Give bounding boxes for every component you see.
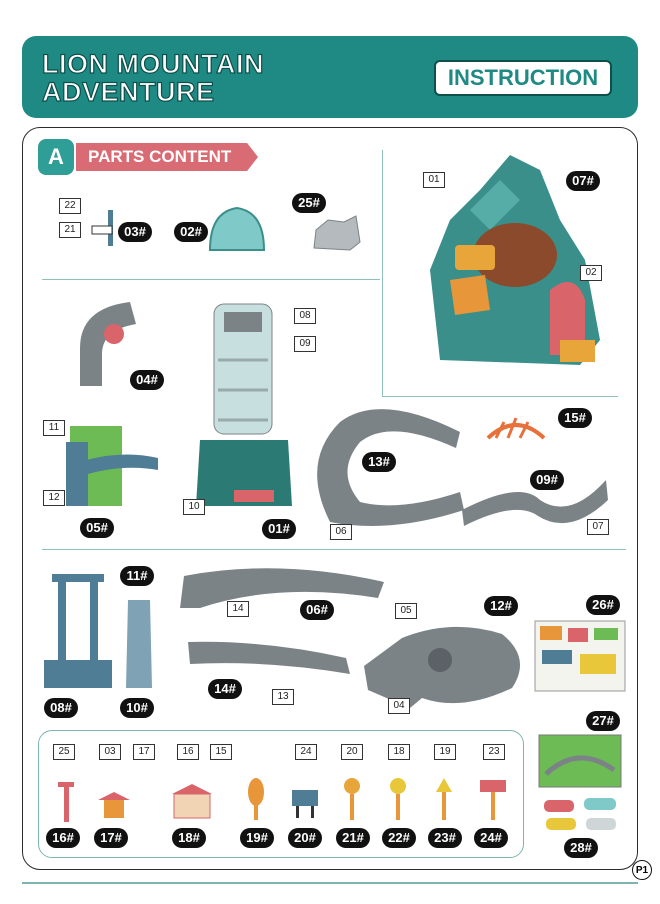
- divider: [382, 396, 618, 397]
- sign-illustration: [91, 210, 113, 246]
- callout-label: 02: [580, 265, 602, 281]
- callout-label: 25: [53, 744, 75, 760]
- part-number: 28#: [564, 838, 598, 858]
- tree-illustration: [248, 778, 264, 820]
- part-number: 04#: [130, 370, 164, 390]
- part-number: 22#: [382, 828, 416, 848]
- instruction-badge: INSTRUCTION: [434, 60, 612, 96]
- callout-label: 13: [272, 689, 294, 705]
- callout-label: 09: [294, 336, 316, 352]
- barrier-illustration: [58, 782, 74, 822]
- title-line-2: ADVENTURE: [41, 77, 215, 107]
- banner-sign-illustration: [480, 780, 506, 820]
- dome-illustration: [208, 206, 266, 251]
- section-header: A PARTS CONTENT: [38, 139, 260, 175]
- callout-label: 24: [295, 744, 317, 760]
- part-number: 24#: [474, 828, 508, 848]
- callout-label: 16: [177, 744, 199, 760]
- part-number: 15#: [558, 408, 592, 428]
- tower-illustration: [196, 303, 292, 506]
- part-number: 08#: [44, 698, 78, 718]
- callout-label: 03: [99, 744, 121, 760]
- accessories-box: [38, 730, 524, 858]
- part-number: 25#: [292, 193, 326, 213]
- frame-illustration: [44, 574, 112, 688]
- callout-label: 22: [59, 198, 81, 214]
- part-number: 27#: [586, 711, 620, 731]
- part-number: 11#: [120, 566, 154, 586]
- callout-label: 21: [59, 222, 81, 238]
- part-number: 13#: [362, 452, 396, 472]
- callout-label: 20: [341, 744, 363, 760]
- booth-illustration: [98, 792, 130, 818]
- part-number: 19#: [240, 828, 274, 848]
- mountain-illustration: [430, 155, 600, 365]
- callout-label: 11: [43, 420, 65, 436]
- part-number: 12#: [484, 596, 518, 616]
- part-number: 10#: [120, 698, 154, 718]
- parking-sign-illustration: [292, 790, 318, 818]
- callout-label: 14: [227, 601, 249, 617]
- pillar-illustration: [126, 600, 152, 688]
- bridge-illustration: [486, 417, 546, 440]
- roundabout-illustration: [364, 626, 520, 708]
- part-number: 02#: [174, 222, 208, 242]
- part-number: 21#: [336, 828, 370, 848]
- triangle-sign-illustration: [436, 778, 452, 820]
- callout-label: 15: [210, 744, 232, 760]
- round-sign-illustration: [344, 778, 360, 820]
- sticker-sheet-illustration: [534, 620, 626, 692]
- divider: [42, 279, 380, 280]
- wall-illustration: [66, 426, 158, 506]
- part-number: 07#: [566, 171, 600, 191]
- content-panel: [22, 127, 638, 870]
- short-track-illustration: [188, 641, 350, 674]
- section-title: PARTS CONTENT: [76, 143, 258, 171]
- part-number: 06#: [300, 600, 334, 620]
- callout-label: 17: [133, 744, 155, 760]
- callout-label: 19: [434, 744, 456, 760]
- part-number: 18#: [172, 828, 206, 848]
- part-number: 01#: [262, 519, 296, 539]
- round-sign-illustration: [390, 778, 406, 820]
- part-number: 16#: [46, 828, 80, 848]
- part-number: 09#: [530, 470, 564, 490]
- divider: [42, 549, 626, 550]
- callout-label: 10: [183, 499, 205, 515]
- callout-label: 06: [330, 524, 352, 540]
- big-curve-track-illustration: [317, 409, 464, 526]
- page-marker: P1: [632, 860, 652, 880]
- part-number: 17#: [94, 828, 128, 848]
- callout-label: 18: [388, 744, 410, 760]
- shop-illustration: [172, 784, 212, 819]
- rock-illustration: [313, 215, 361, 251]
- wavy-track-illustration: [462, 480, 608, 526]
- part-number: 20#: [288, 828, 322, 848]
- long-track-illustration: [180, 568, 384, 608]
- play-mat-illustration: [538, 734, 622, 788]
- callout-label: 12: [43, 490, 65, 506]
- divider: [382, 150, 383, 396]
- cars-illustration: [544, 798, 616, 830]
- section-letter: A: [38, 139, 74, 175]
- part-number: 03#: [118, 222, 152, 242]
- footer-line: [22, 882, 638, 884]
- callout-label: 04: [388, 698, 410, 714]
- title-line-1: LION MOUNTAIN: [41, 49, 264, 79]
- callout-label: 23: [483, 744, 505, 760]
- callout-label: 07: [587, 519, 609, 535]
- callout-label: 01: [423, 172, 445, 188]
- page-title: LION MOUNTAIN ADVENTURE: [41, 49, 302, 107]
- part-number: 23#: [428, 828, 462, 848]
- callout-label: 08: [294, 308, 316, 324]
- part-number: 05#: [80, 518, 114, 538]
- part-number: 14#: [208, 679, 242, 699]
- callout-label: 05: [395, 603, 417, 619]
- curve-track-illustration: [80, 302, 136, 386]
- part-number: 26#: [586, 595, 620, 615]
